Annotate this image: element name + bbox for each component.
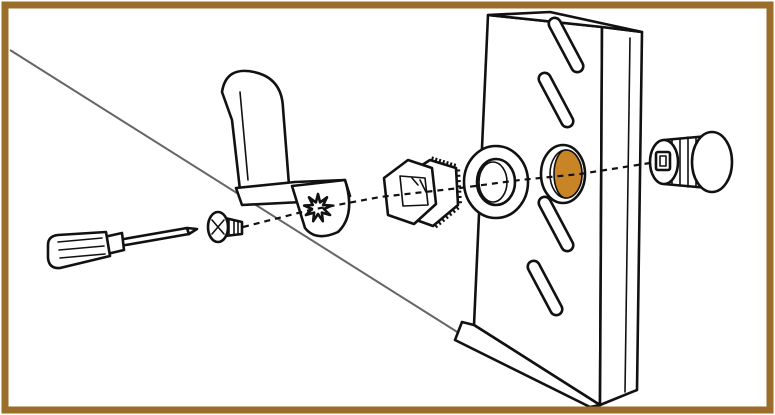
- knurl-tooth: [445, 160, 449, 166]
- knurl-tooth: [455, 205, 460, 211]
- knurl-tooth: [430, 156, 434, 161]
- knurl-tooth: [451, 208, 456, 214]
- panel-side-line: [624, 37, 631, 393]
- threaded-bushing: [648, 130, 734, 194]
- knurl-tooth: [434, 157, 438, 162]
- knurl-tooth: [449, 162, 453, 167]
- knurl-tooth: [441, 217, 446, 223]
- knurl-tooth: [434, 223, 439, 229]
- panel-slot: [537, 71, 575, 129]
- panel-bottom-ledge: [453, 320, 602, 409]
- mounting-hole-accent: [553, 149, 583, 199]
- hex-nut-face: [382, 158, 438, 226]
- screwdriver: [46, 226, 199, 270]
- panel-top-edge: [486, 10, 644, 34]
- panel-slot: [537, 195, 575, 253]
- bracket: [220, 69, 352, 238]
- panel-side-edge: [598, 25, 644, 407]
- knurl-tooth: [437, 220, 442, 226]
- hex-nut: [382, 156, 462, 229]
- knurl-tooth: [444, 214, 449, 220]
- alignment-axis: [242, 161, 651, 229]
- knurl-tooth: [453, 163, 457, 168]
- screw: [206, 210, 244, 244]
- panel-slot: [547, 16, 585, 74]
- knurl-tooth: [442, 159, 446, 165]
- panel-slot: [526, 259, 564, 317]
- knurl-tooth: [448, 211, 453, 217]
- knurl-tooth: [438, 158, 442, 164]
- washer: [462, 144, 530, 220]
- mounting-hole: [539, 143, 587, 205]
- hex-nut-knurl: [430, 156, 462, 229]
